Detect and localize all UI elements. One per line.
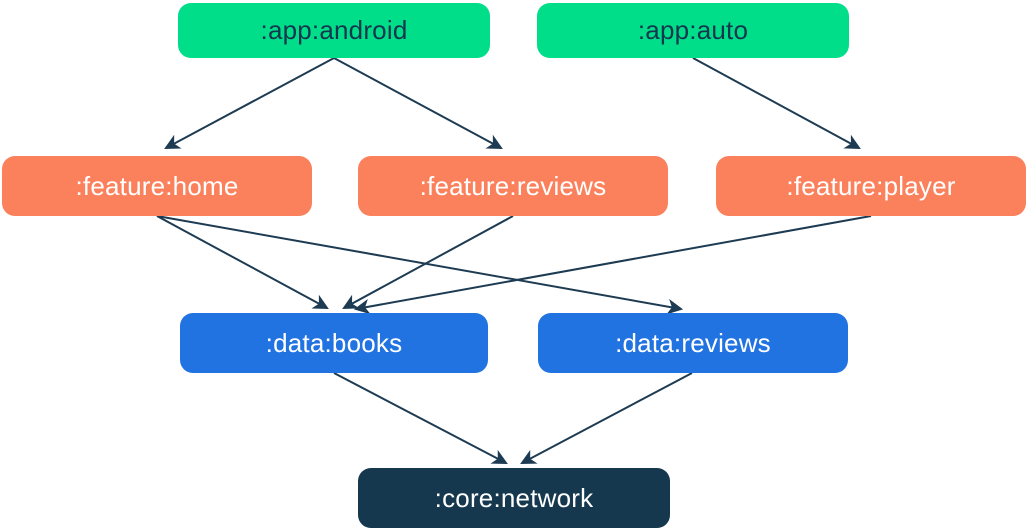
edge-app-android-to-feature-reviews (333, 57, 503, 150)
edge-feature-home-to-data-reviews (156, 215, 684, 315)
node-data-reviews-label: :data:reviews (615, 327, 771, 358)
node-app-auto: :app:auto (537, 3, 849, 58)
node-feature-reviews: :feature:reviews (358, 156, 668, 216)
node-app-auto-label: :app:auto (637, 15, 749, 45)
node-feature-player-label: :feature:player (786, 170, 956, 201)
edge-feature-home-to-data-books (156, 215, 329, 310)
edge-app-auto-to-feature-player (692, 57, 861, 150)
node-data-reviews: :data:reviews (538, 313, 848, 373)
node-core-network-label: :core:network (434, 482, 594, 513)
node-data-books: :data:books (180, 313, 488, 373)
edge-feature-reviews-to-data-books (342, 215, 514, 310)
edge-feature-player-to-data-books (353, 215, 872, 315)
node-app-android: :app:android (178, 3, 490, 58)
node-feature-player: :feature:player (716, 156, 1026, 216)
node-feature-home-label: :feature:home (75, 170, 239, 201)
node-feature-home: :feature:home (2, 156, 312, 216)
edge-data-books-to-core-network (333, 372, 508, 464)
node-core-network: :core:network (358, 468, 670, 528)
edge-app-android-to-feature-home (164, 57, 335, 150)
edge-data-reviews-to-core-network (520, 372, 693, 464)
node-app-android-label: :app:android (260, 15, 408, 45)
node-data-books-label: :data:books (265, 327, 403, 358)
node-feature-reviews-label: :feature:reviews (419, 170, 607, 201)
